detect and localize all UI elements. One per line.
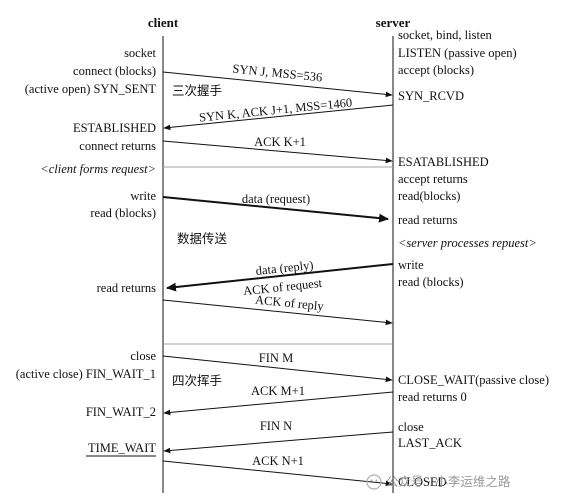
watermark-text: 公众号 · 小李运维之路: [386, 474, 511, 489]
server-label-syn-rcvd: SYN_RCVD: [398, 89, 464, 103]
msg-ack-k: ACK K+1: [254, 135, 306, 149]
arrow-ack-reply: [162, 299, 393, 326]
server-header: server: [376, 15, 411, 30]
client-label-connect: connect (blocks): [73, 64, 156, 78]
server-label-close-wait: CLOSE_WAIT(passive close): [398, 373, 549, 387]
phase-label-teardown: 四次挥手: [172, 373, 222, 388]
client-label-socket: socket: [124, 46, 156, 60]
msg-syn-ack: SYN K, ACK J+1, MSS=1460: [198, 95, 352, 124]
client-label-write: write: [130, 189, 156, 203]
client-label-established: ESTABLISHED: [73, 121, 156, 135]
msg-syn: SYN J, MSS=536: [232, 62, 323, 85]
client-label-fin-wait-2: FIN_WAIT_2: [86, 405, 156, 419]
arrow-fin-n: [163, 431, 394, 454]
arrow-syn: [162, 71, 393, 98]
server-label-close: close: [398, 420, 424, 434]
client-label-connect-returns: connect returns: [79, 139, 156, 153]
phase-label-handshake: 三次握手: [172, 83, 222, 98]
watermark-icon: [366, 474, 382, 490]
arrow-syn-ack: [163, 104, 394, 131]
server-label-closed: CLOSED: [398, 475, 447, 489]
phase-label-transfer: 数据传送: [177, 231, 228, 246]
arrow-fin-m: [162, 355, 393, 383]
msg-ack-n: ACK N+1: [252, 454, 304, 468]
arrow-ack-m: [163, 391, 394, 416]
arrow-ack-k: [162, 140, 393, 164]
client-label-read-blocks: read (blocks): [90, 206, 156, 220]
client-label-syn-sent: (active open) SYN_SENT: [25, 82, 157, 96]
watermark-icon-dot-right: [375, 479, 378, 482]
server-label-established: ESATABLISHED: [398, 155, 489, 169]
arrow-data-request: [162, 196, 389, 223]
server-label-socket-bind-listen: socket, bind, listen: [398, 28, 492, 42]
msg-fin-n: FIN N: [260, 419, 292, 433]
server-label-write: write: [398, 258, 424, 272]
server-label-listen: LISTEN (passive open): [398, 46, 517, 60]
msg-fin-m: FIN M: [259, 351, 293, 365]
server-label-processes-request: <server processes repuest>: [398, 236, 537, 250]
client-label-read-returns: read returns: [97, 281, 156, 295]
server-label-read-blocks: read(blocks): [398, 189, 460, 203]
client-label-fin-wait-1: (active close) FIN_WAIT_1: [16, 367, 156, 381]
server-label-accept-returns: accept returns: [398, 172, 468, 186]
arrow-ack-n: [162, 460, 393, 487]
msg-ack-m: ACK M+1: [251, 384, 305, 398]
watermark: 公众号 · 小李运维之路: [366, 474, 511, 490]
client-header: client: [148, 15, 179, 30]
server-label-read-returns-0: read returns 0: [398, 390, 467, 404]
server-label-accept-blocks: accept (blocks): [398, 63, 474, 77]
server-label-read-returns: read returns: [398, 213, 457, 227]
watermark-icon-dot-left: [370, 479, 373, 482]
client-label-close: close: [130, 349, 156, 363]
server-label-read-blocks-2: read (blocks): [398, 275, 464, 289]
arrow-data-reply: [166, 263, 394, 292]
msg-data-reply: data (reply): [255, 258, 314, 278]
server-label-last-ack: LAST_ACK: [398, 436, 462, 450]
msg-ack-reply: ACK of reply: [254, 293, 325, 314]
msg-data-request: data (request): [242, 192, 310, 206]
client-label-time-wait: TIME_WAIT: [88, 441, 156, 455]
client-label-forms-request: <client forms request>: [40, 162, 156, 176]
